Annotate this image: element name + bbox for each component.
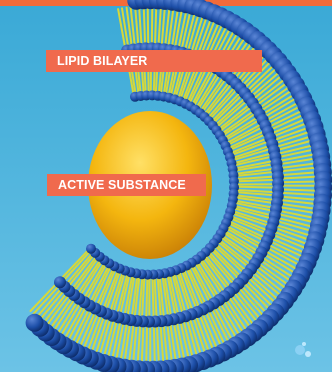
lipid-head xyxy=(54,276,66,288)
lipid-tail xyxy=(281,182,318,183)
lipid-tail xyxy=(152,6,153,45)
lipid-tail xyxy=(146,279,147,319)
lipid-head xyxy=(26,314,44,332)
active-substance-label: ACTIVE SUBSTANCE xyxy=(47,174,206,196)
lipid-bilayer-text: LIPID BILAYER xyxy=(57,54,147,68)
lipid-tail xyxy=(148,6,149,45)
lipid-tail xyxy=(153,279,154,319)
active-substance-text: ACTIVE SUBSTANCE xyxy=(58,178,186,192)
lipid-tail xyxy=(154,325,155,364)
lipid-tail xyxy=(281,189,318,190)
lipid-bilayer-label: LIPID BILAYER xyxy=(46,50,262,72)
lipid-tail xyxy=(146,325,147,364)
lipid-head xyxy=(86,244,96,254)
lipid-tail xyxy=(144,6,145,45)
lipid-tail xyxy=(238,187,276,188)
lipid-tail xyxy=(155,6,156,45)
